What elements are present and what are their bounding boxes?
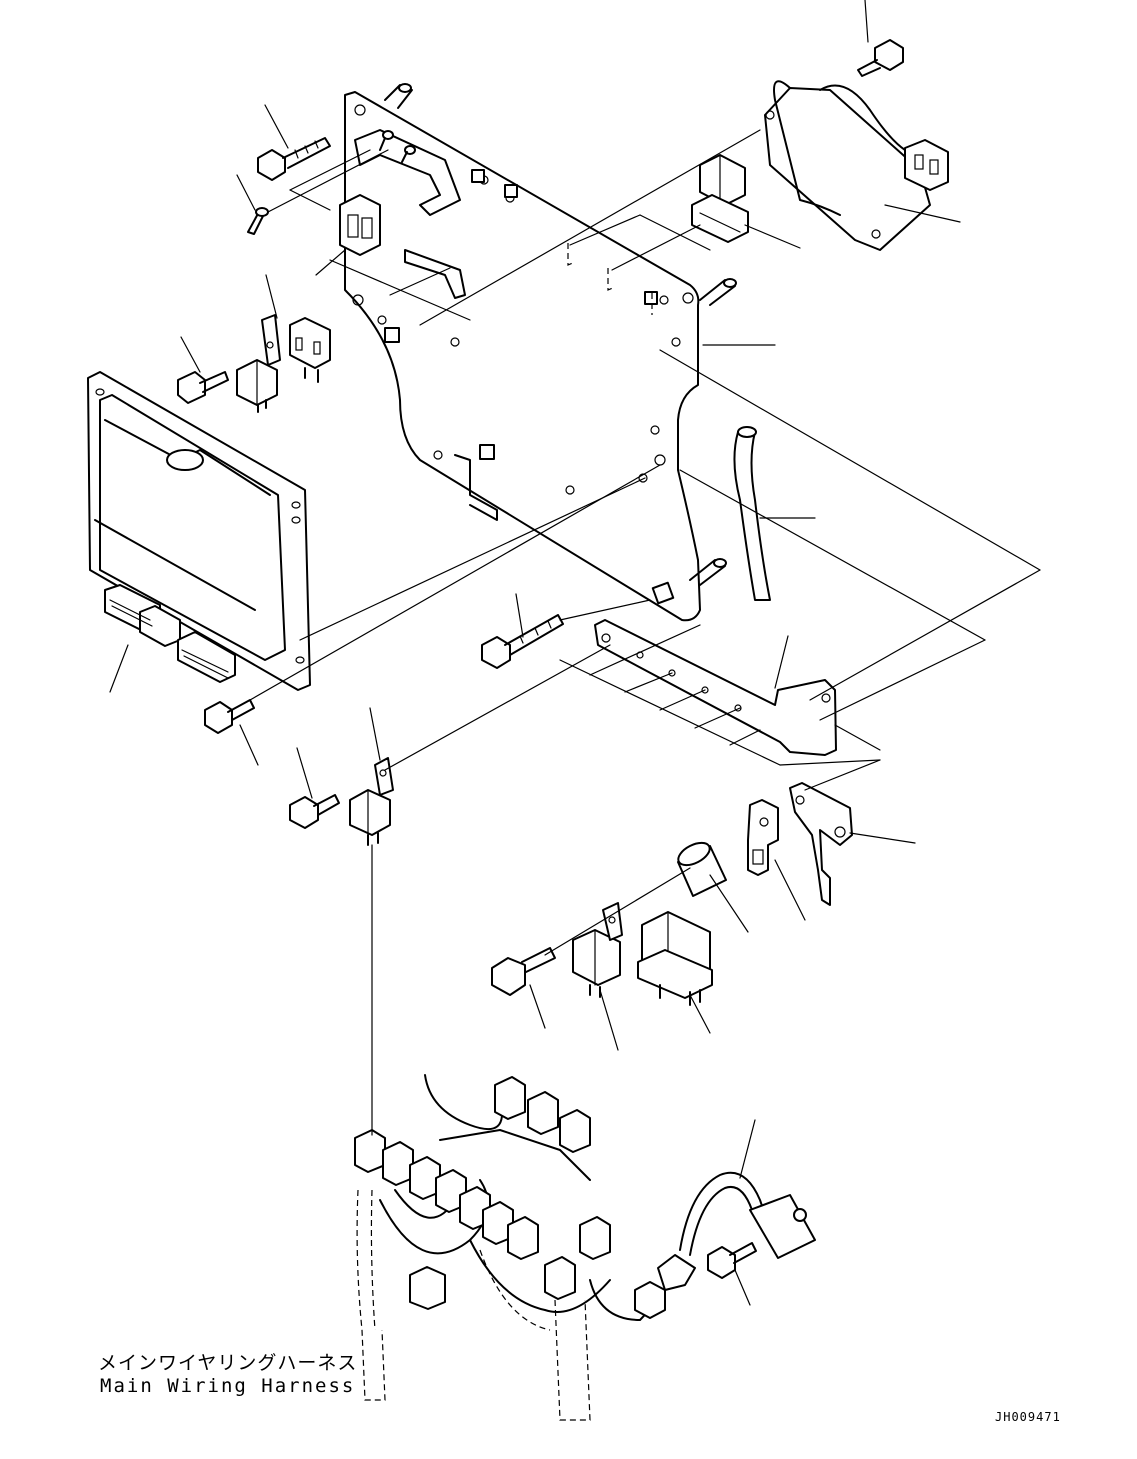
relay-large-bottom <box>637 911 713 1006</box>
bolt-left <box>177 371 229 404</box>
harness-sub-assembly <box>657 1171 816 1291</box>
leader-lines <box>109 0 1041 1306</box>
bolt-harness-right <box>707 1242 757 1279</box>
bolt-ecu-bottom <box>204 699 255 734</box>
bolt-top-left <box>257 137 331 181</box>
spacer <box>677 841 727 897</box>
mounting-plate <box>344 83 737 622</box>
bracket-relay-right <box>789 782 853 906</box>
connector-top-left <box>339 194 381 256</box>
screw-left <box>247 207 269 235</box>
bolt-top-right <box>857 39 904 77</box>
bolt-long-middle <box>481 614 564 669</box>
hose <box>733 426 771 601</box>
control-module-top-right <box>764 80 949 251</box>
connector <box>354 1076 666 1319</box>
relay-medium-bottom <box>572 902 623 998</box>
bolt-bottom-center <box>491 947 556 996</box>
relay-middle-left <box>349 757 394 846</box>
bolt-middle-left <box>289 794 340 829</box>
bracket-long <box>594 619 837 756</box>
drawing-id: JH009471 <box>995 1410 1061 1424</box>
controller-unit <box>87 371 311 691</box>
harness-label-english: Main Wiring Harness <box>100 1375 356 1397</box>
relay-socket-left <box>289 317 331 383</box>
harness-label-japanese: メインワイヤリングハーネス <box>98 1352 358 1374</box>
screws-plate-top <box>379 130 416 163</box>
relay-bracket-left <box>261 314 281 366</box>
relay-small-left <box>236 359 278 413</box>
clip-bracket <box>747 799 779 876</box>
wiring-harness <box>354 1074 666 1421</box>
relay-top-right <box>691 154 749 243</box>
